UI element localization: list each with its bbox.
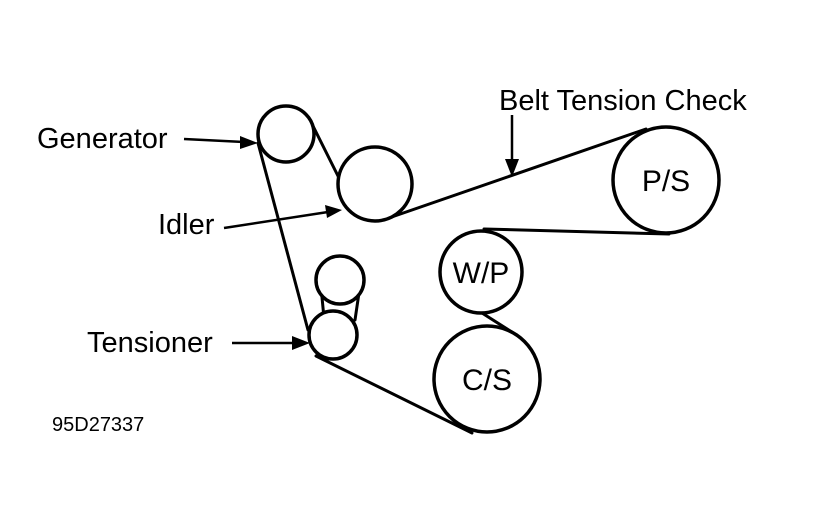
cs-pulley xyxy=(432,324,542,434)
belt-tensioner-to-generator xyxy=(256,141,310,332)
tensioner-label: Tensioner xyxy=(87,327,213,359)
wp-label: W/P xyxy=(453,257,510,290)
cs-label: C/S xyxy=(462,364,512,397)
drive-belt xyxy=(256,122,671,435)
idler-leader-arrow xyxy=(223,205,342,230)
idler-label: Idler xyxy=(158,209,215,241)
tensioner-upper-pulley xyxy=(314,254,366,306)
idler-pulley xyxy=(336,145,414,223)
wp-pulley xyxy=(438,229,524,315)
tensioner-pulley xyxy=(307,309,359,361)
belt-cs-to-tensioner xyxy=(314,354,474,435)
figure-code: 95D27337 xyxy=(52,414,144,436)
belt-tension-check-arrow xyxy=(505,115,519,177)
ps-pulley xyxy=(611,125,721,235)
ps-label: P/S xyxy=(642,165,690,198)
belt-tension-check-label: Belt Tension Check xyxy=(499,85,747,117)
tensioner-leader-arrow xyxy=(232,336,310,350)
generator-leader-arrow xyxy=(183,136,258,149)
belt-ps-to-wp xyxy=(482,227,671,236)
generator-label: Generator xyxy=(37,123,168,155)
belt-idler-to-ps xyxy=(381,127,648,222)
generator-pulley xyxy=(256,104,316,164)
